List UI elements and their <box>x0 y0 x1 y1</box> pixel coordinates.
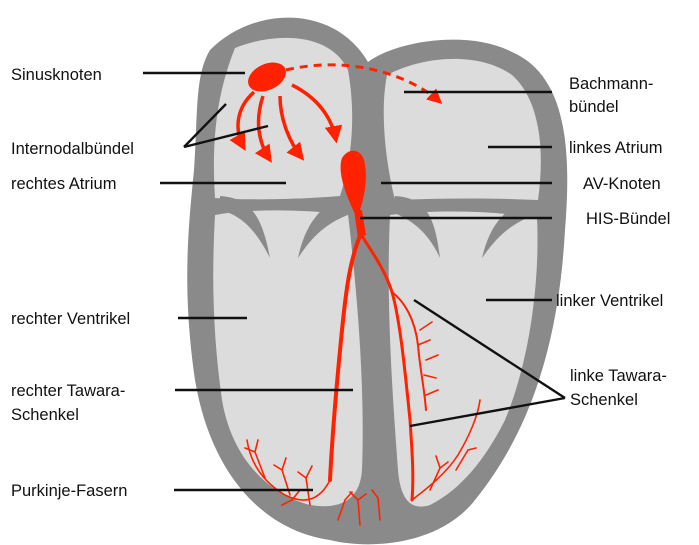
label-bachmann-line1: Bachmann- <box>569 75 653 93</box>
label-his-buendel: HIS-Bündel <box>586 210 670 228</box>
label-internodalbuendel: Internodalbündel <box>11 140 134 158</box>
label-linkes-atrium: linkes Atrium <box>569 139 663 157</box>
label-rechter-ventrikel: rechter Ventrikel <box>11 310 130 328</box>
label-linker-ventrikel: linker Ventrikel <box>556 292 663 310</box>
label-linke-tawara-line1: linke Tawara- <box>570 367 667 385</box>
label-rechter-tawara-line2: Schenkel <box>11 406 79 424</box>
label-purkinje: Purkinje-Fasern <box>11 482 127 500</box>
label-av-knoten: AV-Knoten <box>583 175 661 193</box>
label-bachmann-line2: bündel <box>569 98 619 116</box>
label-rechter-tawara-line1: rechter Tawara- <box>11 382 125 400</box>
label-rechtes-atrium: rechtes Atrium <box>11 175 116 193</box>
label-sinusknoten: Sinusknoten <box>11 66 102 84</box>
label-linke-tawara-line2: Schenkel <box>570 391 638 409</box>
